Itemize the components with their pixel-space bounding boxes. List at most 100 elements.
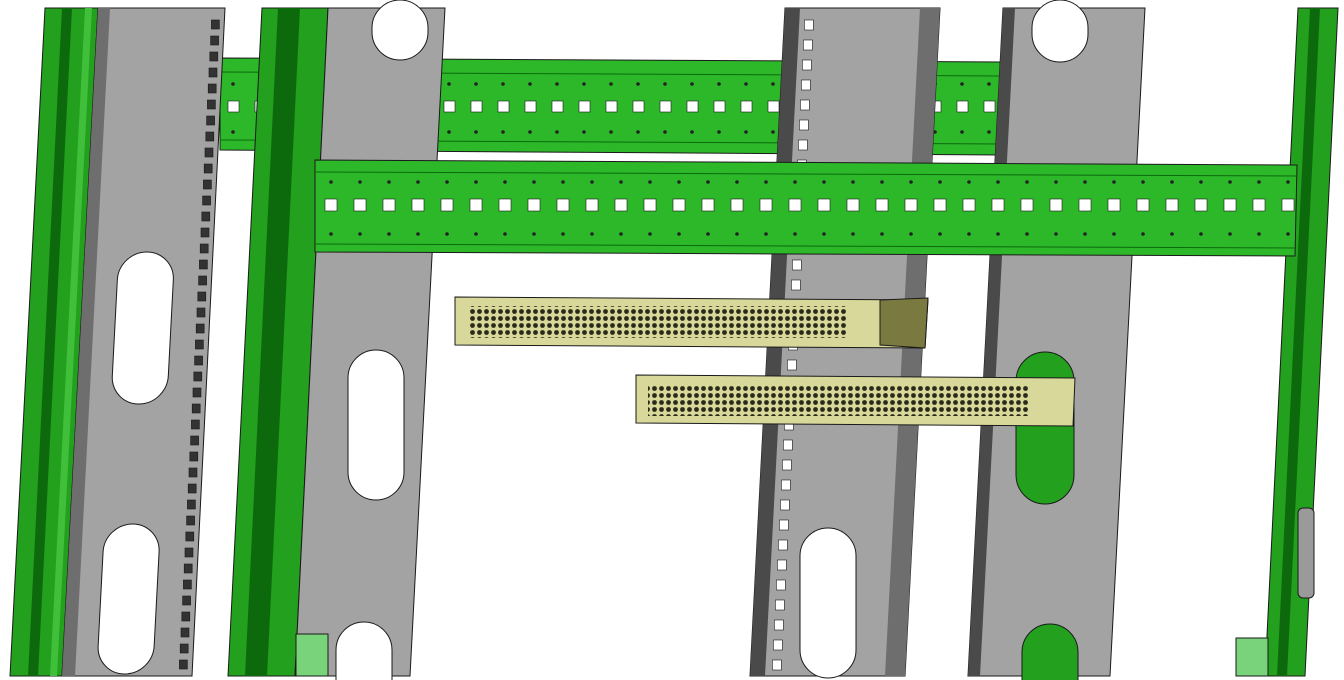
left-panel[interactable]	[61, 7, 226, 677]
round-hole	[648, 232, 652, 236]
round-hole	[474, 232, 478, 236]
round-hole	[933, 130, 937, 134]
rack-slot	[802, 59, 812, 71]
rack-slot	[781, 479, 791, 491]
rack-slot	[202, 195, 211, 206]
rack-slot	[193, 371, 203, 382]
rack-slot	[204, 147, 214, 158]
round-hole	[1228, 180, 1232, 184]
rack-slot	[200, 227, 210, 238]
round-hole	[387, 180, 391, 184]
round-hole	[1199, 180, 1203, 184]
rack-slot	[187, 483, 197, 494]
round-hole	[677, 232, 681, 236]
round-hole	[764, 232, 768, 236]
round-hole	[690, 82, 694, 86]
round-hole	[717, 82, 721, 86]
rack-slot	[203, 179, 212, 190]
round-hole	[938, 232, 942, 236]
square-hole	[817, 198, 831, 212]
front-rail[interactable]	[314, 159, 1298, 257]
square-hole	[875, 198, 889, 212]
square-hole	[614, 198, 628, 212]
rack-slot	[777, 559, 787, 571]
round-hole	[1141, 232, 1145, 236]
round-hole	[555, 82, 559, 86]
round-hole	[1286, 232, 1290, 236]
round-hole	[1025, 232, 1029, 236]
rack-slot	[196, 307, 206, 318]
round-hole	[996, 232, 1000, 236]
rack-slot	[194, 355, 203, 366]
rack-slot	[207, 83, 217, 94]
rack-slot	[787, 359, 797, 371]
rack-slot	[205, 131, 215, 142]
rack-slot	[199, 243, 209, 254]
square-hole	[962, 198, 976, 212]
round-hole	[1286, 180, 1290, 184]
round-hole	[1257, 232, 1261, 236]
square-hole	[956, 100, 969, 113]
square-hole	[551, 100, 564, 113]
round-hole	[528, 130, 532, 134]
round-hole	[231, 130, 235, 134]
rack-slot	[207, 99, 216, 110]
round-hole	[609, 82, 613, 86]
round-hole	[822, 180, 826, 184]
round-hole	[503, 232, 507, 236]
rack-slot	[189, 451, 199, 462]
round-hole	[967, 180, 971, 184]
rack-slot	[180, 627, 190, 638]
round-hole	[851, 232, 855, 236]
square-hole	[1281, 198, 1295, 212]
round-hole	[619, 180, 623, 184]
square-hole	[443, 100, 456, 113]
round-hole	[582, 82, 586, 86]
upper-slide-rail[interactable]	[454, 296, 929, 349]
round-hole	[880, 232, 884, 236]
rack-slot	[773, 639, 783, 651]
square-hole	[686, 100, 699, 113]
square-hole	[740, 100, 753, 113]
round-hole	[880, 180, 884, 184]
round-hole	[1112, 232, 1116, 236]
round-hole	[663, 130, 667, 134]
square-hole	[672, 198, 686, 212]
square-hole	[701, 198, 715, 212]
rack-slot	[801, 79, 811, 91]
rack-slot	[195, 339, 204, 350]
round-hole	[636, 82, 640, 86]
square-hole	[605, 100, 618, 113]
rack-slot	[774, 619, 784, 631]
rack-slot	[186, 515, 195, 526]
square-hole	[1252, 198, 1266, 212]
round-hole	[793, 180, 797, 184]
square-hole	[991, 198, 1005, 212]
square-hole	[527, 198, 541, 212]
round-hole	[771, 130, 775, 134]
round-hole	[735, 232, 739, 236]
square-hole	[411, 198, 425, 212]
round-hole	[503, 180, 507, 184]
right-upright[interactable]	[1235, 7, 1339, 677]
square-hole	[470, 100, 483, 113]
rack-slot	[199, 259, 208, 270]
round-hole	[590, 180, 594, 184]
round-hole	[561, 232, 565, 236]
rack-slot	[778, 539, 788, 551]
round-hole	[447, 82, 451, 86]
round-hole	[1170, 180, 1174, 184]
round-hole	[771, 82, 775, 86]
rack-slot	[782, 459, 792, 471]
lower-slide-rail[interactable]	[635, 374, 1076, 427]
rack-slot	[211, 19, 220, 30]
rack-slot	[206, 115, 215, 126]
rack-slot	[776, 579, 786, 591]
square-hole	[497, 100, 510, 113]
square-hole	[324, 198, 338, 212]
round-hole	[938, 180, 942, 184]
rack-slot	[772, 659, 782, 671]
square-hole	[578, 100, 591, 113]
